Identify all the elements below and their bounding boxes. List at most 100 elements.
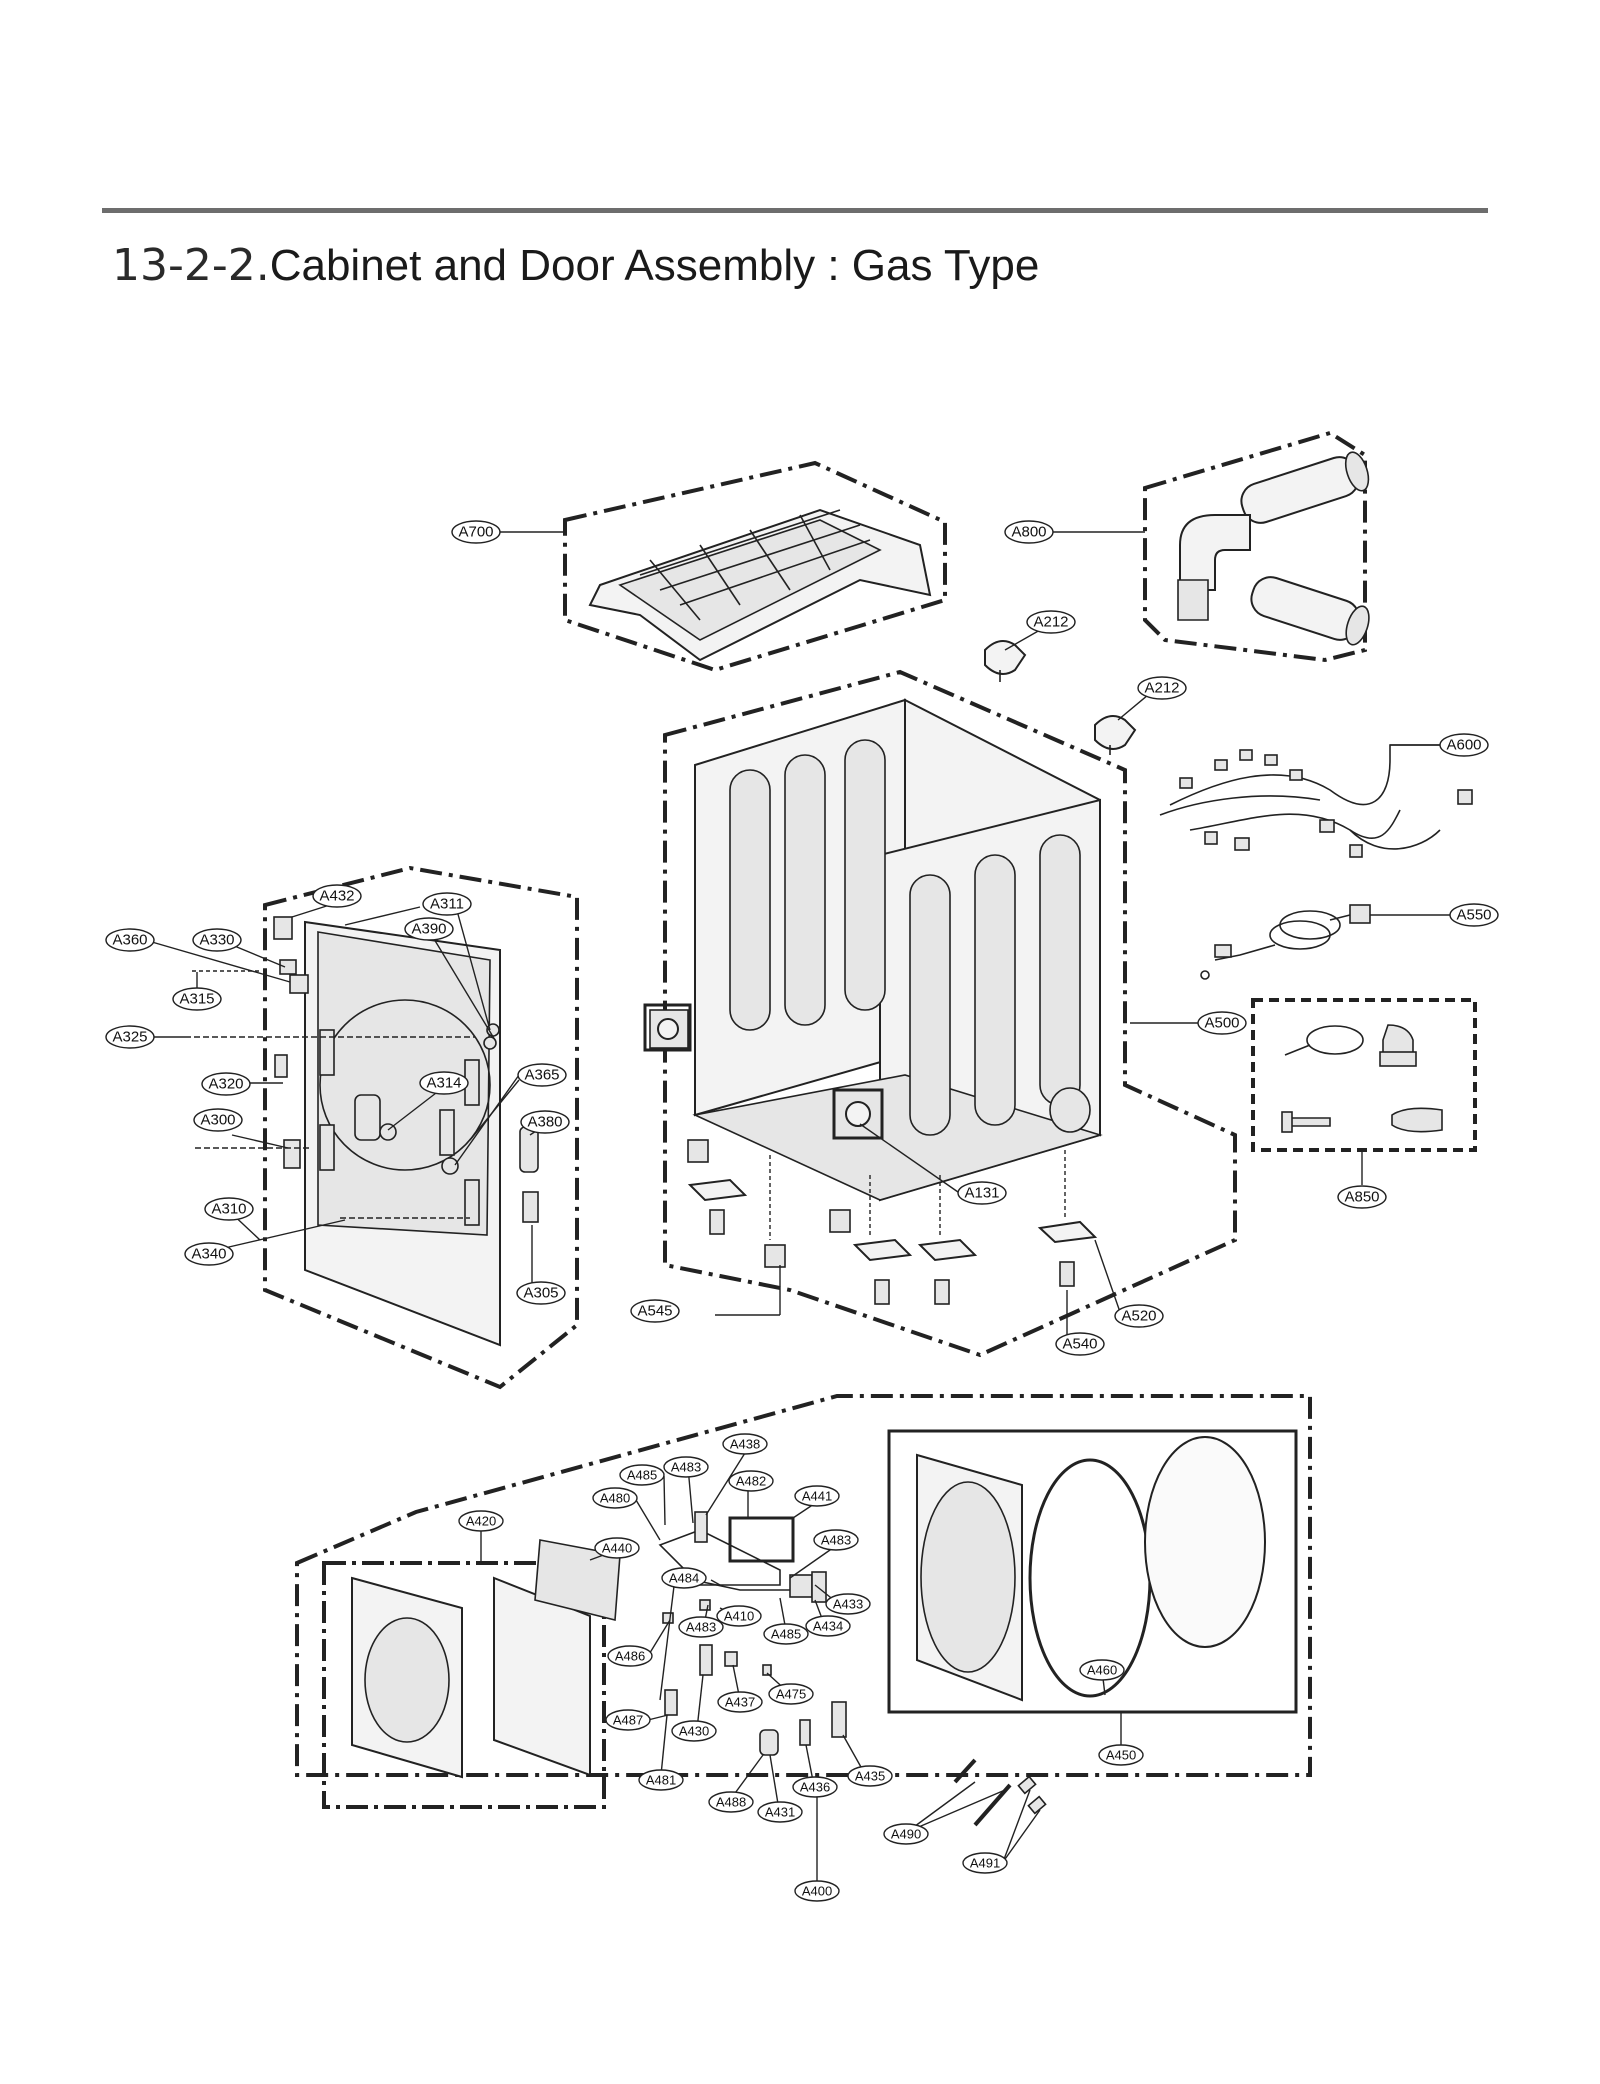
label-text: A520	[1121, 1308, 1156, 1325]
label-A850: A850	[1337, 1185, 1387, 1209]
label-text: A436	[800, 1780, 830, 1795]
label-A310: A310	[204, 1197, 254, 1221]
wire-harness	[1159, 744, 1473, 858]
label-text: A305	[523, 1285, 558, 1302]
label-A430: A430	[671, 1720, 717, 1742]
label-A482: A482	[728, 1470, 774, 1492]
label-A365: A365	[517, 1063, 567, 1087]
exhaust-duct-group	[1143, 430, 1370, 663]
label-A435: A435	[847, 1765, 893, 1787]
duct-bracket	[1177, 579, 1209, 621]
label-A300: A300	[193, 1108, 243, 1132]
label-A340: A340	[184, 1242, 234, 1266]
label-text: A433	[833, 1597, 863, 1612]
label-A450: A450	[1098, 1744, 1144, 1766]
label-text: A483	[686, 1620, 716, 1635]
label-text: A480	[600, 1491, 630, 1506]
label-A380: A380	[520, 1110, 570, 1134]
label-text: A545	[637, 1303, 672, 1320]
label-text: A432	[319, 888, 354, 905]
label-A325: A325	[105, 1025, 155, 1049]
label-text: A380	[527, 1114, 562, 1131]
label-A436: A436	[792, 1776, 838, 1798]
door-front-group	[322, 1561, 606, 1809]
label-text: A212	[1144, 680, 1179, 697]
label-text: A482	[736, 1474, 766, 1489]
label-text: A600	[1446, 737, 1481, 754]
label-text: A365	[524, 1067, 559, 1084]
label-text: A550	[1456, 907, 1491, 924]
label-A491: A491	[962, 1852, 1008, 1874]
label-text: A311	[430, 896, 464, 913]
label-A434: A434	[805, 1615, 851, 1637]
door-inner-glass	[1144, 1436, 1266, 1648]
thermistor-sensor-2	[1094, 715, 1137, 755]
label-A360: A360	[105, 928, 155, 952]
label-text: A390	[411, 921, 446, 938]
label-text: A410	[724, 1609, 754, 1624]
label-A488: A488	[708, 1791, 754, 1813]
label-A212: A212	[1026, 610, 1076, 634]
label-text: A435	[855, 1769, 885, 1784]
group-boundary	[563, 460, 947, 673]
label-A441: A441	[794, 1485, 840, 1507]
label-text: A700	[458, 524, 493, 541]
label-A410: A410	[716, 1605, 762, 1627]
power-cord	[1200, 904, 1371, 980]
door-gasket	[1028, 1458, 1152, 1698]
label-A700: A700	[451, 520, 501, 544]
label-text: A490	[891, 1827, 921, 1842]
group-boundary	[263, 865, 579, 1390]
label-text: A131	[964, 1185, 999, 1202]
label-A330: A330	[192, 928, 242, 952]
door-assembly-group	[295, 1394, 1312, 1827]
label-A320: A320	[201, 1072, 251, 1096]
top-rule	[102, 208, 1488, 213]
label-text: A314	[426, 1075, 461, 1092]
label-A390: A390	[404, 917, 454, 941]
group-boundary	[295, 1394, 1312, 1777]
label-A490: A490	[883, 1823, 929, 1845]
label-A460: A460	[1079, 1659, 1125, 1681]
label-A438: A438	[722, 1433, 768, 1455]
label-A483: A483	[663, 1456, 709, 1478]
label-A487: A487	[605, 1709, 651, 1731]
label-text: A540	[1062, 1336, 1097, 1353]
label-text: A483	[671, 1460, 701, 1475]
label-A475: A475	[768, 1683, 814, 1705]
group-boundary	[663, 669, 1237, 1358]
label-A420: A420	[458, 1510, 504, 1532]
label-text: A360	[112, 932, 147, 949]
label-text: A438	[730, 1437, 760, 1452]
label-text: A310	[211, 1201, 246, 1218]
label-A440: A440	[594, 1537, 640, 1559]
cabinet-group	[643, 669, 1237, 1358]
label-text: A488	[716, 1795, 746, 1810]
label-text: A475	[776, 1687, 806, 1702]
label-A485: A485	[619, 1464, 665, 1486]
label-text: A481	[646, 1773, 676, 1788]
door-handle	[534, 1539, 621, 1622]
label-A305: A305	[516, 1281, 566, 1305]
label-text: A440	[602, 1541, 632, 1556]
label-text: A486	[615, 1649, 645, 1664]
detail-box	[832, 1088, 884, 1140]
label-A400: A400	[794, 1880, 840, 1902]
top-plate-grille	[618, 519, 882, 641]
label-A800: A800	[1004, 520, 1054, 544]
group-boundary	[1143, 430, 1367, 663]
label-text: A487	[613, 1713, 643, 1728]
detail-box	[728, 1516, 795, 1563]
front-panel-group	[185, 865, 579, 1390]
label-text: A485	[627, 1468, 657, 1483]
group-boundary	[1251, 998, 1477, 1152]
label-A437: A437	[717, 1691, 763, 1713]
label-text: A850	[1344, 1189, 1379, 1206]
label-text: A400	[802, 1884, 832, 1899]
label-A433: A433	[825, 1593, 871, 1615]
label-text: A325	[112, 1029, 147, 1046]
label-text: A450	[1106, 1748, 1136, 1763]
leader-lines	[144, 531, 1450, 1888]
label-A520: A520	[1114, 1304, 1164, 1328]
label-A600: A600	[1439, 733, 1489, 757]
